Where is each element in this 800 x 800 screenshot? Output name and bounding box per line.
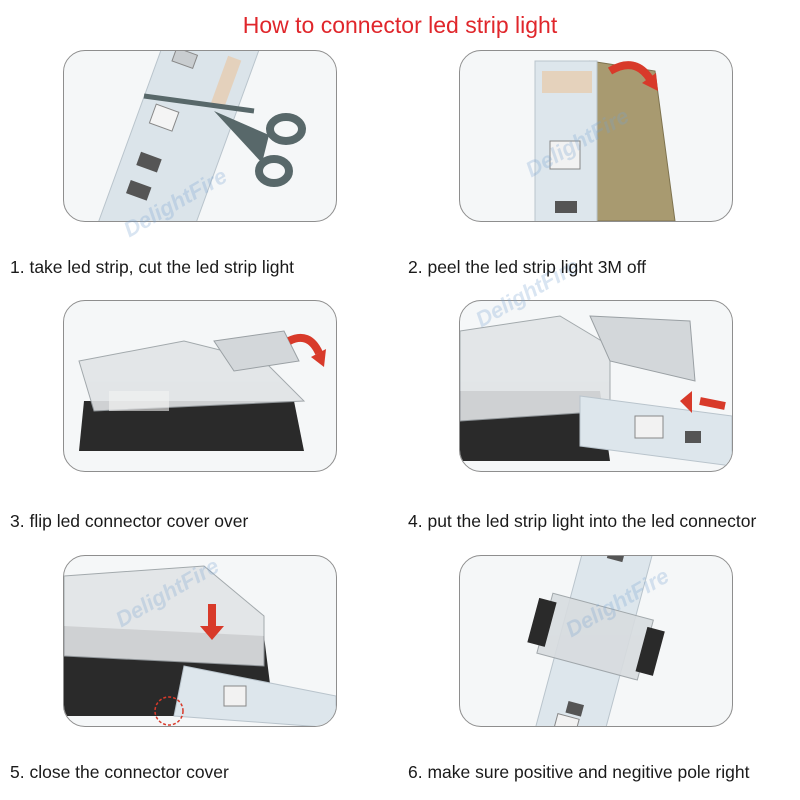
step-2-image: [459, 50, 733, 222]
step-6-caption: 6. make sure positive and negitive pole …: [408, 762, 750, 782]
step-4-image: [459, 300, 733, 472]
scissors-cut-icon: [91, 51, 306, 221]
step-1-caption: 1. take led strip, cut the led strip lig…: [10, 257, 295, 277]
step-5-caption: 5. close the connector cover: [10, 762, 229, 782]
step-3-image: [63, 300, 337, 472]
flip-cover-icon: [78, 330, 326, 451]
step-4-caption: 4. put the led strip light into the led …: [408, 511, 757, 531]
step-5-image: [63, 555, 337, 727]
insert-strip-icon: [460, 315, 732, 467]
close-cover-icon: [64, 565, 336, 726]
step-1-image: [63, 50, 337, 222]
step-6-image: [459, 555, 733, 727]
connected-strip-icon: [527, 556, 665, 726]
page-title: How to connector led strip light: [242, 12, 558, 38]
peel-tape-icon: [534, 60, 676, 221]
step-2-caption: 2. peel the led strip light 3M off: [408, 257, 647, 277]
step-3-caption: 3. flip led connector cover over: [10, 511, 249, 531]
